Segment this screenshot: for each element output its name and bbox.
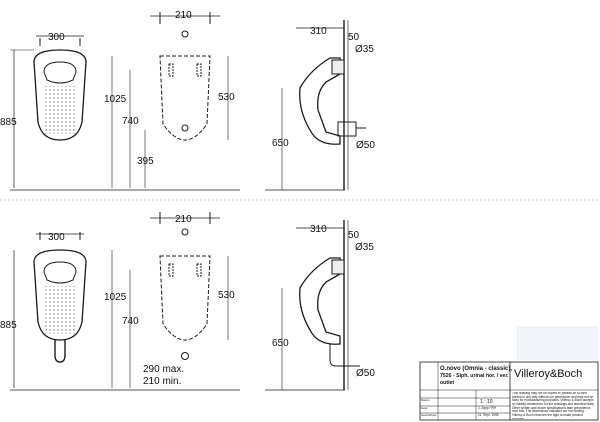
bottom-front-width-label: 300	[48, 232, 65, 243]
product-name: O.novo (Omnia - classic),	[440, 366, 513, 372]
top-back-mid-height-label: 740	[122, 116, 139, 127]
top-back-total-height-label: 1025	[104, 94, 127, 105]
top-side-view	[281, 20, 366, 190]
top-side-inlet-label: Ø35	[355, 44, 374, 55]
bottom-side-offset-label: 50	[348, 230, 360, 241]
legal-notice: This drawing may not be copied or passed…	[512, 392, 595, 419]
top-side-height-label: 650	[272, 138, 289, 149]
top-front-height-label: 885	[0, 117, 17, 128]
row-label-drawn: Gezeichnet	[421, 413, 437, 417]
top-back-right-height-label: 530	[218, 92, 235, 103]
bottom-front-height-label: 885	[0, 320, 17, 331]
bottom-back-right-height-label: 530	[218, 290, 235, 301]
top-front-view	[10, 35, 87, 188]
top-back-width-label: 210	[175, 10, 192, 21]
top-back-low-height-label: 395	[137, 156, 154, 167]
product-description: 7526 - Siph. urinal hor. / ver.	[440, 373, 509, 379]
product-description-2: outlet	[440, 380, 455, 386]
bottom-front-view	[13, 232, 87, 388]
watermark-area	[516, 326, 598, 360]
row-value-checked: J. Zapp / RH	[478, 406, 496, 410]
row-label-checked: Gepr.	[421, 406, 429, 410]
bottom-side-outlet-label: Ø50	[356, 368, 375, 379]
top-side-outlet-label: Ø50	[356, 140, 375, 151]
title-block-frame	[419, 361, 599, 421]
row-value-drawn: 11. Sept. 1995	[478, 413, 499, 417]
bottom-back-view	[111, 212, 229, 388]
bottom-back-outlet-min-label: 210 min.	[143, 376, 181, 387]
scale-label: 1 : 10	[480, 399, 493, 405]
bottom-back-mid-height-label: 740	[122, 316, 139, 327]
top-side-depth-label: 310	[310, 26, 327, 37]
bottom-side-depth-label: 310	[310, 224, 327, 235]
bottom-back-outlet-max-label: 290 max.	[143, 364, 184, 375]
bottom-side-view	[281, 220, 360, 390]
top-front-width-label: 300	[48, 32, 65, 43]
row-label-date: Datum	[421, 398, 430, 402]
top-back-view	[111, 12, 229, 188]
bottom-back-total-height-label: 1025	[104, 292, 127, 303]
bottom-back-width-label: 210	[175, 214, 192, 225]
top-side-offset-label: 50	[348, 32, 360, 43]
brand-logo-text: Villeroy&Boch	[514, 368, 583, 380]
bottom-side-height-label: 650	[272, 338, 289, 349]
bottom-side-inlet-label: Ø35	[355, 242, 374, 253]
